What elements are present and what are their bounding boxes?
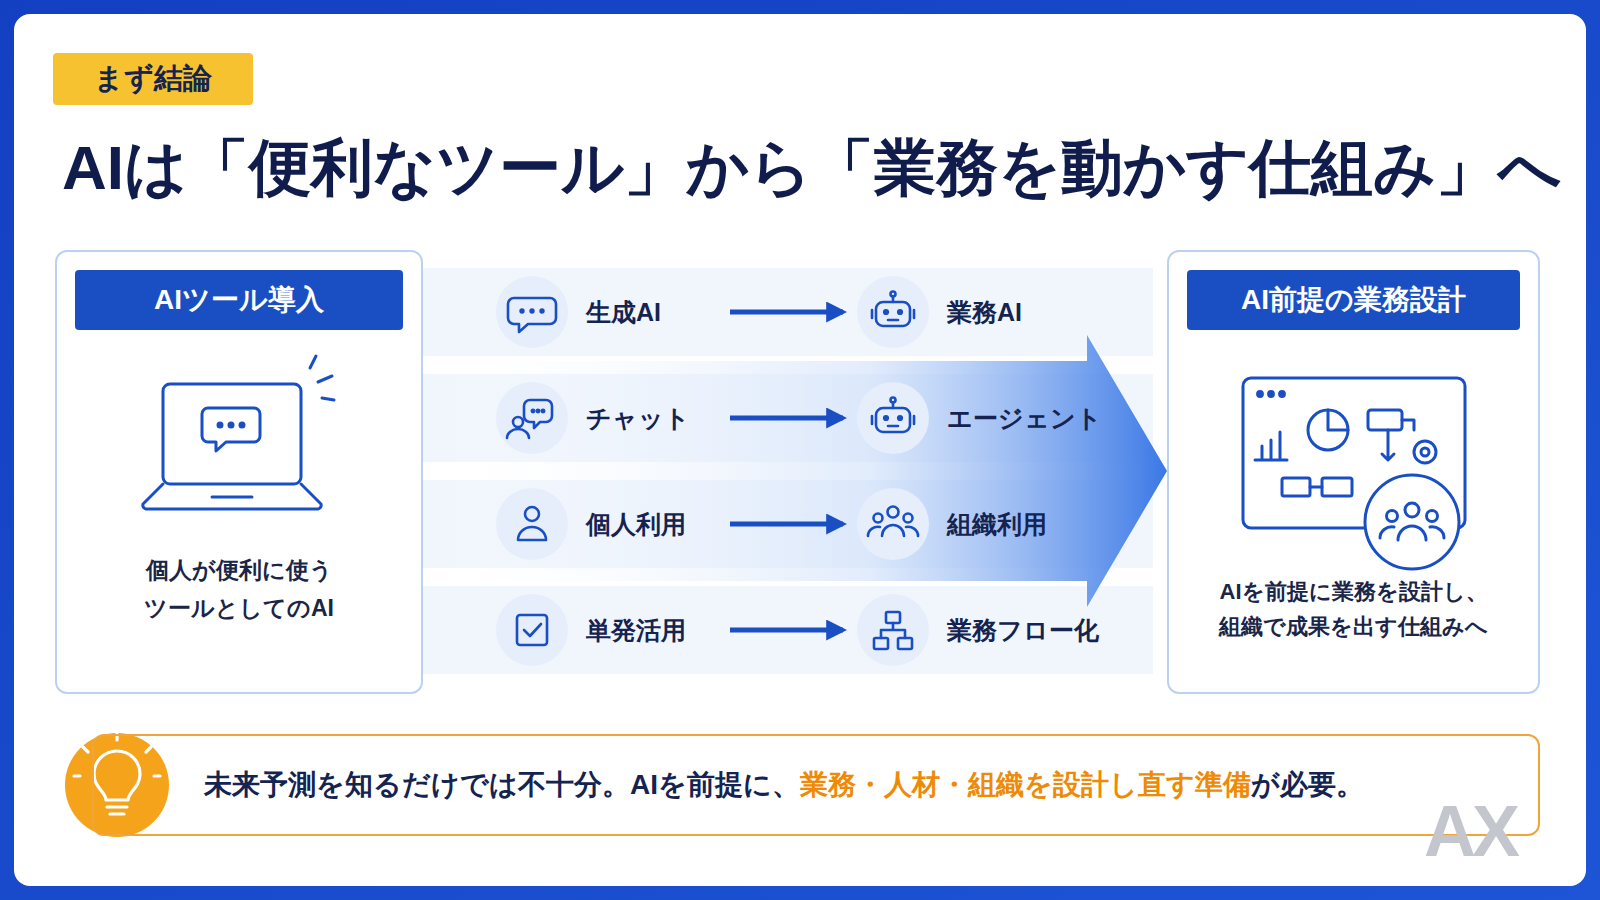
callout-text: 未来予測を知るだけでは不十分。AIを前提に、 [204,766,800,804]
robot-icon [872,398,914,433]
person-icon [518,507,546,540]
panel-box: AI前提の業務設計 AIを前提に業務を設計し、 組織で成果を出す仕組みへ [1167,250,1540,694]
item-label: 生成AI [586,296,661,329]
panel-box: AIツール導入個人が便利に使う ツールとしてのAI [55,250,423,694]
panel-heading: AI前提の業務設計 [1187,270,1520,330]
title: AIは「便利なツール」から「業務を動かす仕組み」へ [62,126,1561,210]
chat-bubble-icon [508,298,556,332]
panel-heading: AIツール導入 [75,270,403,330]
panel-body: 個人が便利に使う ツールとしてのAI [109,552,369,628]
item-label: 個人利用 [586,508,686,541]
flow-item: エージェント [857,382,1137,454]
flow-item: 単発活用 [496,594,720,666]
tag-text: まず結論 [94,59,212,99]
group-icon [868,507,918,537]
flow-arrow [730,416,843,421]
flow-arrow [730,628,843,633]
item-label: 業務フロー化 [947,614,1099,647]
flow-item: 個人利用 [496,488,720,560]
flow-item: 生成AI [496,276,720,348]
card [14,14,1586,886]
flow-icon [874,612,912,649]
transition-arrow [423,335,1167,607]
panel-body: AIを前提に業務を設計し、 組織で成果を出す仕組みへ [1179,574,1529,644]
chat-person-icon [507,400,552,438]
flow-item: チャット [496,382,720,454]
item-label: エージェント [947,402,1102,435]
item-label: 組織利用 [947,508,1047,541]
watermark: AX [1424,790,1516,872]
callout-text: が必要。 [1251,766,1364,804]
flow-item: 業務AI [857,276,1137,348]
flow-item: 組織利用 [857,488,1137,560]
callout-box: 未来予測を知るだけでは不十分。AIを前提に、業務・人材・組織を設計し直す準備が必… [92,734,1540,836]
flow-item: 業務フロー化 [857,594,1137,666]
flow-arrow [730,522,843,527]
checkbox-icon [517,615,547,645]
conclusion-tag: まず結論 [53,53,253,105]
laptop-illustration [143,356,334,509]
robot-icon [872,292,914,327]
lightbulb-icon [65,733,169,837]
item-label: チャット [586,402,690,435]
item-label: 業務AI [947,296,1022,329]
item-label: 単発活用 [586,614,686,647]
icon-circles [496,276,929,666]
workflow-illustration [1243,378,1465,569]
emphasis-text: 業務・人材・組織を設計し直す準備 [800,766,1251,804]
flow-arrow [730,310,843,315]
